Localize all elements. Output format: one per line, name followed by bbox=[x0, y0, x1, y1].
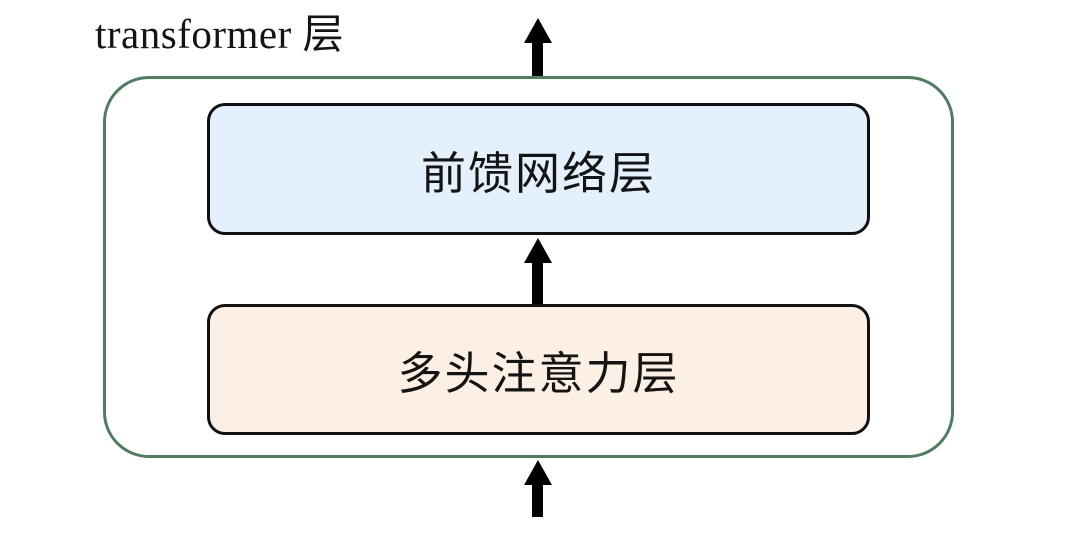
arrow-shaft bbox=[532, 263, 543, 304]
multi-head-attention-block: 多头注意力层 bbox=[207, 304, 870, 435]
diagram-title: transformer 层 bbox=[95, 11, 344, 57]
feed-forward-block: 前馈网络层 bbox=[207, 103, 870, 235]
feed-forward-label: 前馈网络层 bbox=[420, 148, 656, 199]
input-arrow-up-icon bbox=[523, 460, 552, 517]
multi-head-attention-label: 多头注意力层 bbox=[397, 349, 680, 399]
output-arrow-up-icon bbox=[523, 18, 552, 76]
arrow-head bbox=[523, 18, 552, 43]
arrow-head bbox=[523, 238, 552, 263]
inter-block-arrow-up-icon bbox=[523, 238, 552, 304]
arrow-shaft bbox=[532, 43, 543, 76]
arrow-shaft bbox=[532, 485, 543, 517]
arrow-head bbox=[523, 460, 552, 485]
transformer-layer-container bbox=[103, 76, 954, 458]
